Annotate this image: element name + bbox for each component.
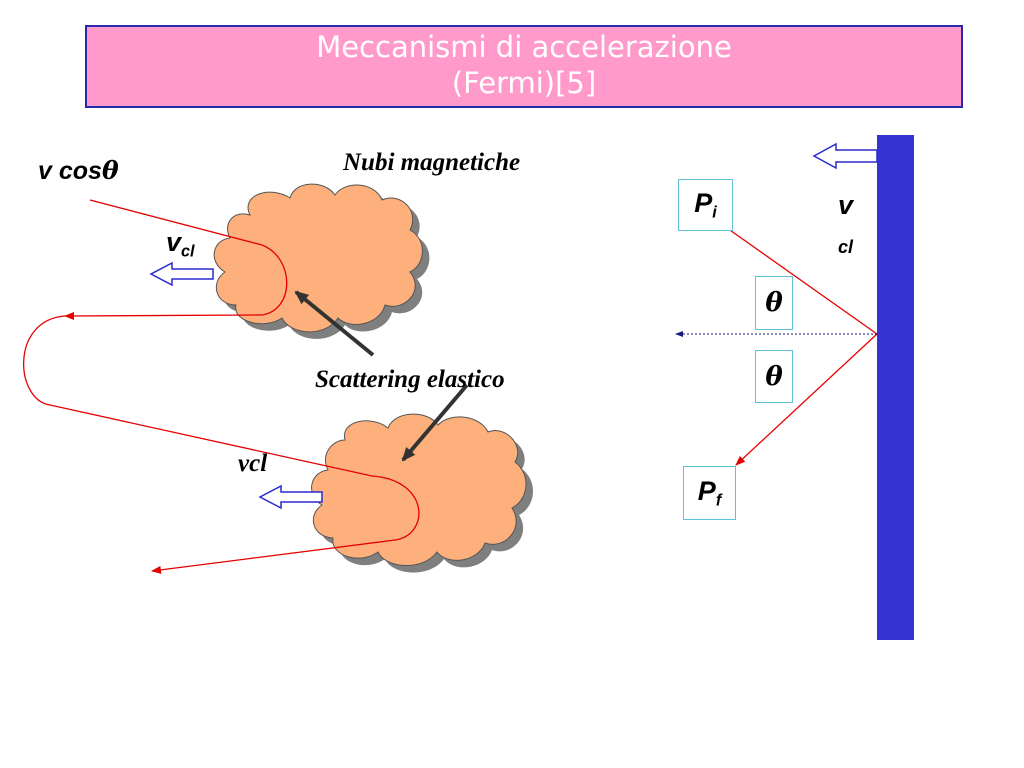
theta-symbol: θ xyxy=(101,156,119,185)
vcl-lower-label: vcl xyxy=(238,450,268,477)
scattering-pointer-upper xyxy=(294,290,375,357)
v-cos-theta-label: v cosθ xyxy=(38,156,119,186)
p-final-sub: f xyxy=(715,491,722,510)
vcl-upper-v: v xyxy=(166,227,182,257)
particle-trajectory xyxy=(23,199,420,574)
scattering-elastico-label: Scattering elastico xyxy=(315,366,505,393)
upper-cloud-body xyxy=(213,183,423,333)
p-final-p: P xyxy=(697,475,716,506)
upper-cloud xyxy=(213,183,430,339)
v-cos-text: v cos xyxy=(38,157,102,185)
theta-reflected-label: θ xyxy=(765,361,783,392)
scattering-pointer-lower xyxy=(401,383,469,462)
nubi-magnetiche-label: Nubi magnetiche xyxy=(343,149,521,176)
theta-reflected-box: θ xyxy=(755,350,793,403)
outgoing-path xyxy=(151,539,396,574)
incoming-path xyxy=(89,199,263,246)
title-line-1: Meccanismi di accelerazione xyxy=(316,30,732,64)
theta-incident-label: θ xyxy=(765,288,783,318)
title-box: Meccanismi di accelerazione (Fermi)[5] xyxy=(85,25,963,108)
theta-incident-box: θ xyxy=(755,276,793,330)
p-initial-p: P xyxy=(694,187,713,218)
wall-cl-label: cl xyxy=(838,237,854,257)
title-line-2: (Fermi)[5] xyxy=(451,66,597,100)
wall-velocity-arrow xyxy=(812,142,878,170)
reflected-momentum-line xyxy=(735,333,878,466)
lower-cloud xyxy=(311,413,534,573)
p-initial-box: Pi xyxy=(678,179,733,231)
vcl-upper-label: vcl xyxy=(166,227,195,262)
upper-cloud-velocity-arrow xyxy=(149,261,214,287)
lower-cloud-body xyxy=(311,413,527,566)
p-initial-label: Pi xyxy=(694,188,717,223)
lower-cloud-velocity-arrow xyxy=(258,484,323,510)
p-initial-sub: i xyxy=(712,203,717,222)
loop-path xyxy=(23,315,373,477)
p-final-label: Pf xyxy=(698,476,721,511)
vcl-upper-sub: cl xyxy=(181,242,195,261)
lower-scatter-arc xyxy=(371,475,420,541)
wall-v-label: v xyxy=(838,190,854,220)
upper-scatter-arc xyxy=(261,244,288,316)
p-final-box: Pf xyxy=(683,466,736,520)
magnetic-wall xyxy=(877,135,914,640)
incident-momentum-line xyxy=(726,227,878,335)
upper-return-path xyxy=(64,311,263,320)
